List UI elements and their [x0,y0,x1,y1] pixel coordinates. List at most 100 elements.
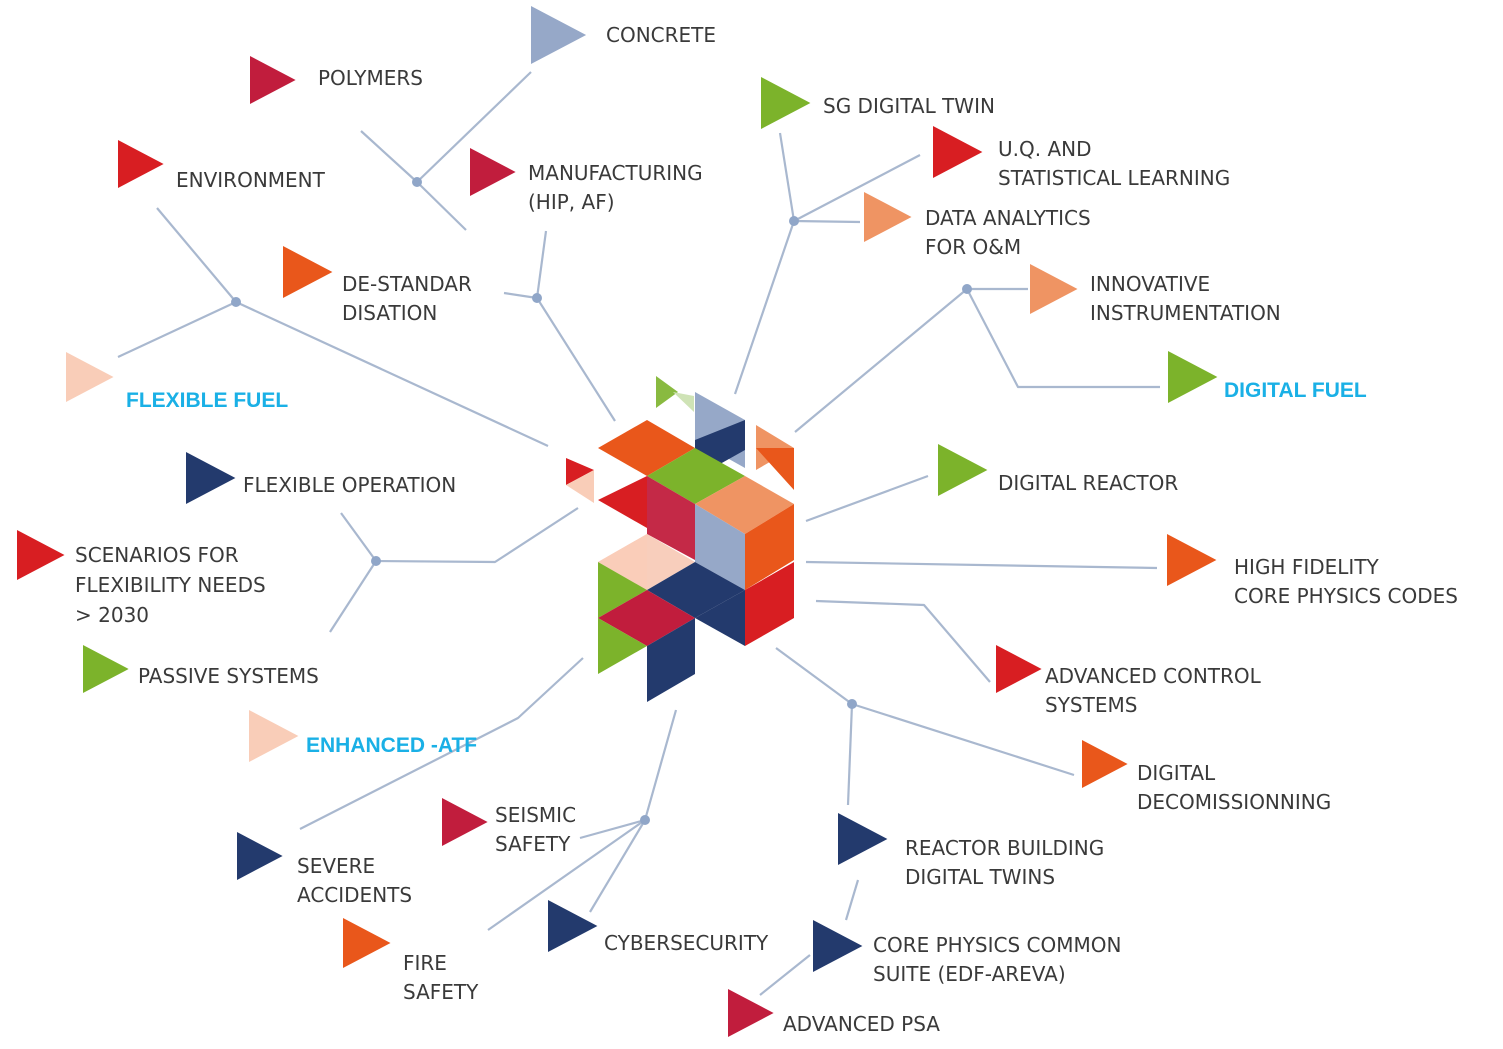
label-reactor-building: REACTOR BUILDING DIGITAL TWINS [905,836,1105,889]
junction-node-5 [962,284,972,294]
label-scenarios: SCENARIOS FOR FLEXIBILITY NEEDS > 2030 [75,543,266,627]
cube-facet-12 [647,476,695,560]
cube-facet-9 [566,458,594,485]
triangle-marker-digital-fuel [1168,351,1218,403]
label-severe-accidents: SEVERE ACCIDENTS [297,854,413,907]
connector-line-8 [793,154,921,222]
triangle-marker-high-fidelity [1167,534,1217,586]
label-digital-decommissioning: DIGITAL DECOMISSIONNING [1137,761,1332,814]
triangle-marker-flexible-operation [186,452,236,504]
cube-facet-20 [745,562,794,646]
label-high-fidelity: HIGH FIDELITY CORE PHYSICS CODES [1234,555,1458,608]
connector-line-23 [844,879,860,921]
triangle-marker-data-analytics [864,192,912,242]
connector-lines [117,71,1160,996]
multicolor-cube-logo [566,376,794,702]
triangle-marker-scenarios [17,530,65,580]
connector-line-21 [589,819,646,913]
label-manufacturing: MANUFACTURING (HIP, AF) [528,161,703,214]
cube-facet-18 [598,562,647,618]
label-fire-safety: FIRE SAFETY [403,951,479,1004]
triangle-marker-advanced-control [996,645,1042,693]
cube-facet-14 [695,504,745,590]
cube-facet-10 [566,470,594,503]
connector-line-10 [794,287,1028,433]
cube-facet-2 [673,392,694,412]
label-flexible-operation: FLEXIBLE OPERATION [243,473,457,497]
label-de-standardisation: DE-STANDAR DISATION [342,272,472,325]
cube-facet-8 [647,448,745,504]
label-enhanced-atf: ENHANCED -ATF [306,734,478,757]
label-flexible-fuel: FLEXIBLE FUEL [126,389,289,412]
label-digital-reactor: DIGITAL REACTOR [998,471,1179,495]
triangle-marker-fire-safety [343,918,391,968]
connector-line-14 [815,599,991,683]
cube-facet-13 [695,476,794,534]
label-innovative-instrumentation: INNOVATIVE INSTRUMENTATION [1090,272,1281,325]
connector-line-24 [759,954,811,996]
triangle-marker-severe-accidents [237,832,283,880]
connector-line-4 [117,300,549,447]
connector-line-16 [846,703,854,806]
cube-facet-5 [756,425,794,470]
connector-line-22 [579,818,646,840]
label-concrete: CONCRETE [606,23,717,47]
junction-node-4 [789,216,799,226]
label-uq: U.Q. AND STATISTICAL LEARNING [998,137,1231,190]
connector-line-13 [805,560,1158,570]
connector-line-17 [340,507,579,564]
junction-node-2 [231,297,241,307]
junction-node-8 [640,815,650,825]
label-advanced-psa: ADVANCED PSA [783,1012,940,1036]
cube-facet-24 [647,618,695,702]
topic-markers [17,6,1218,1037]
label-advanced-control: ADVANCED CONTROL SYSTEMS [1045,664,1261,717]
label-seismic-safety: SEISMIC SAFETY [495,803,577,856]
label-environment: ENVIRONMENT [176,168,325,192]
triangle-marker-manufacturing [470,148,516,196]
junction-node-7 [847,699,857,709]
cube-facet-15 [745,504,794,590]
cube-facet-17 [598,534,647,590]
triangle-marker-core-physics-suite [813,920,863,972]
triangle-marker-advanced-psa [728,989,774,1037]
label-digital-fuel: DIGITAL FUEL [1224,379,1367,402]
connector-line-2 [416,71,532,183]
label-sg-digital-twin: SG DIGITAL TWIN [823,94,995,118]
junction-nodes [231,177,972,825]
label-cybersecurity: CYBERSECURITY [604,931,769,955]
connector-line-19 [299,657,584,830]
triangle-marker-environment [118,140,164,188]
triangle-marker-cybersecurity [548,900,598,952]
connector-line-3 [156,207,237,303]
junction-node-6 [371,556,381,566]
cube-facet-23 [598,618,647,674]
triangle-marker-concrete [531,6,587,64]
label-core-physics-suite: CORE PHYSICS COMMON SUITE (EDF-AREVA) [873,933,1122,986]
cube-facet-6 [756,448,794,490]
triangle-marker-digital-reactor [938,444,988,496]
junction-node-3 [532,293,542,303]
triangle-marker-polymers [250,56,296,104]
cube-facet-21 [695,590,745,646]
connector-line-12 [805,474,929,523]
triangle-marker-seismic-safety [442,798,488,846]
connector-line-6 [535,230,548,299]
cube-facet-7 [598,420,695,476]
triangle-marker-reactor-building [838,813,888,865]
cube-facet-11 [598,476,647,528]
label-passive-systems: PASSIVE SYSTEMS [138,664,319,688]
connector-line-7 [733,132,796,395]
cube-facet-22 [598,590,695,646]
triangle-marker-innovative-instrumentation [1030,264,1078,314]
label-data-analytics: DATA ANALYTICS FOR O&M [925,206,1091,259]
triangle-marker-de-standardisation [283,246,333,298]
triangle-marker-passive-systems [83,645,129,693]
connector-line-9 [793,219,861,224]
connector-line-18 [329,560,377,633]
triangle-marker-sg-digital-twin [761,77,811,129]
connector-line-5 [503,291,616,422]
cube-facet-19 [647,562,745,618]
connector-line-11 [966,288,1160,389]
